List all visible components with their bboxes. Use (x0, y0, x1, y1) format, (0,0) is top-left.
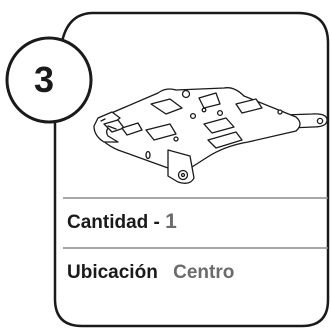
luggage-rack-plate-icon (93, 87, 328, 184)
quantity-value: 1 (165, 210, 177, 233)
location-value: Centro (173, 262, 235, 283)
quantity-label: Cantidad - (67, 212, 160, 233)
quantity-row: Cantidad - 1 (67, 210, 177, 234)
step-number-badge (5, 36, 93, 124)
location-label: Ubicación (67, 262, 158, 283)
location-row: Ubicación Centro (67, 262, 234, 284)
step-number: 3 (33, 59, 55, 100)
